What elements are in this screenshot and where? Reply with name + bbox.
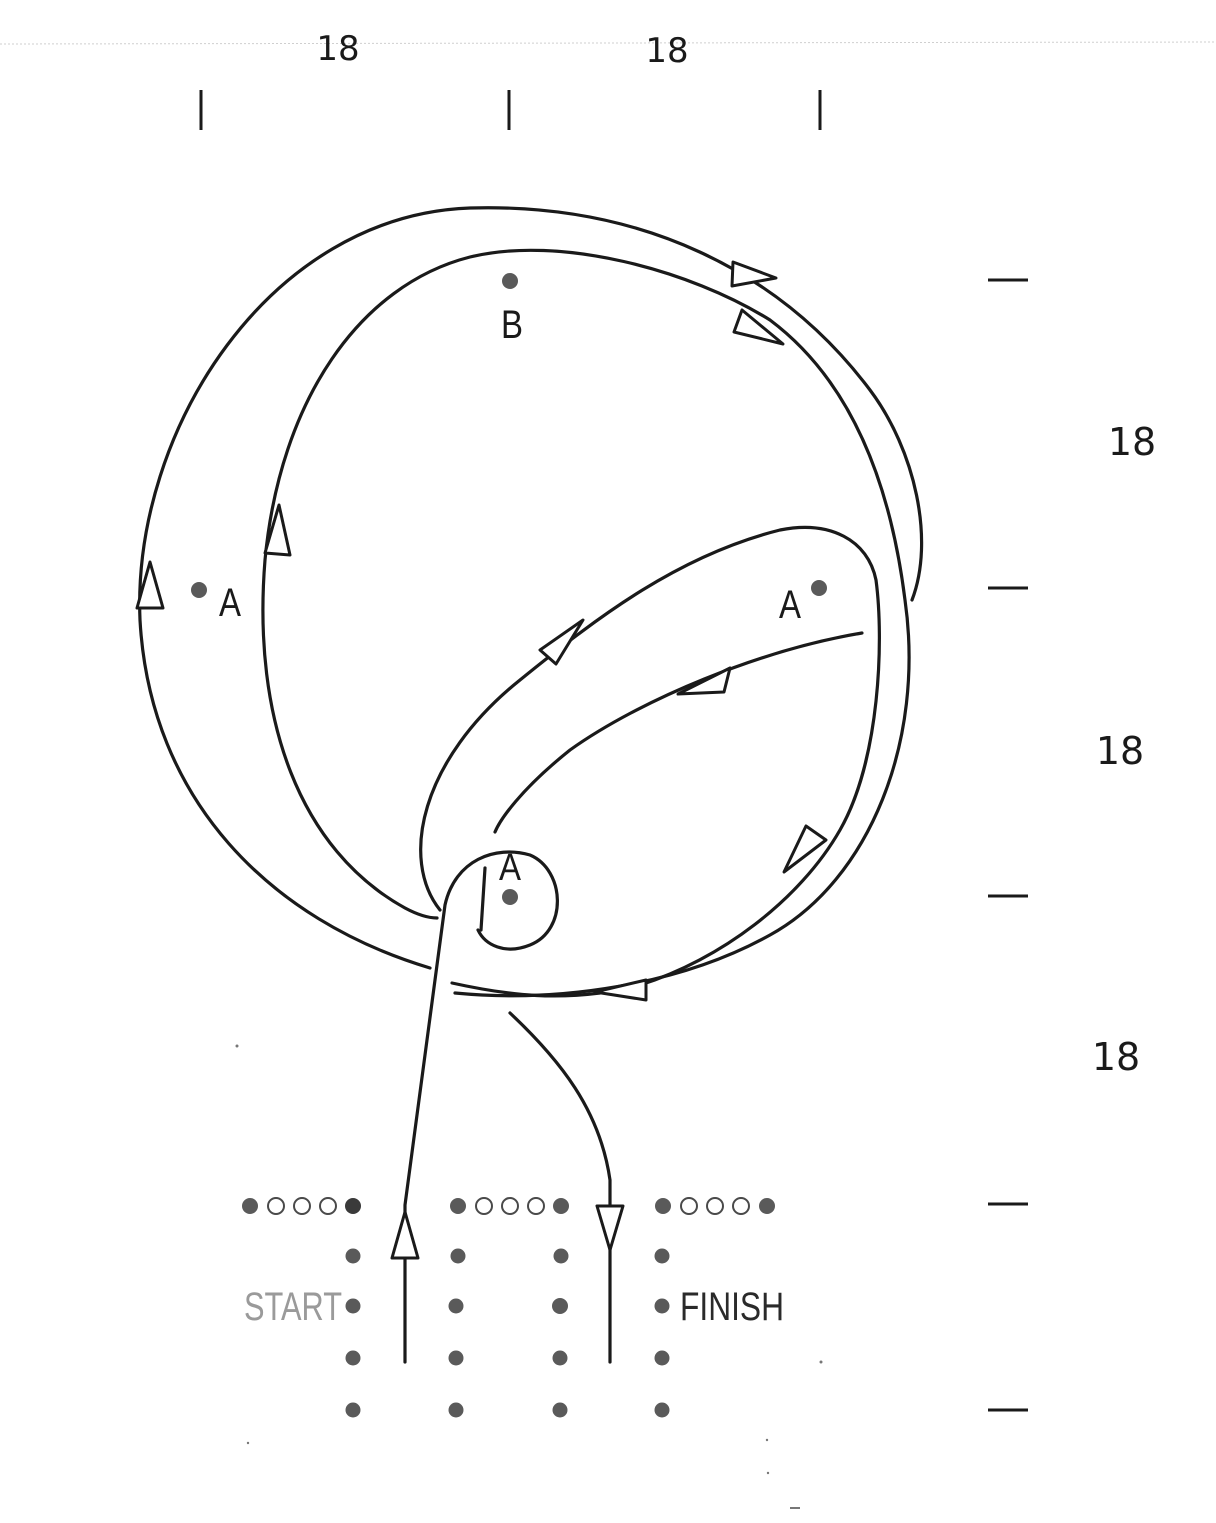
- hollow-cone: [680, 1197, 698, 1215]
- up-arrow-icon: [263, 503, 292, 557]
- top-measurement-1: 18: [316, 29, 359, 69]
- marker-a-right: A: [779, 580, 827, 627]
- marker-label: B: [501, 303, 523, 347]
- top-tick-marks: [199, 90, 822, 130]
- marker-label: A: [779, 583, 801, 627]
- cone-dot: [345, 1198, 361, 1214]
- up-arrow-icon: [135, 560, 165, 610]
- cone-dot: [553, 1248, 569, 1264]
- finish-label: FINISH: [680, 1285, 784, 1329]
- scan-specks: [235, 1044, 823, 1509]
- speck: [765, 1438, 769, 1442]
- cone-dot: [759, 1198, 775, 1214]
- up-arrow-icon: [390, 1210, 420, 1260]
- cone-dot: [654, 1402, 670, 1418]
- cone-dot: [552, 1402, 568, 1418]
- hollow-cone: [319, 1197, 337, 1215]
- inner-circle-path: [261, 248, 911, 998]
- cone-dot: [345, 1350, 361, 1366]
- hollow-cone: [267, 1197, 285, 1215]
- left-arrow-icon: [676, 666, 732, 696]
- cone-dot: [502, 889, 518, 905]
- marker-a-center: A: [499, 847, 522, 905]
- hollow-cone: [706, 1197, 724, 1215]
- cone-dot: [242, 1198, 258, 1214]
- entry-path: [403, 850, 559, 1364]
- hollow-cone: [501, 1197, 519, 1215]
- side-measurement-2: 18: [1096, 729, 1144, 773]
- cone-dot: [191, 582, 207, 598]
- speck: [235, 1044, 239, 1048]
- direction-arrows: [135, 260, 828, 1260]
- cone-dot: [450, 1198, 466, 1214]
- left-arrow-icon: [593, 978, 648, 1002]
- cone-dot: [448, 1298, 464, 1314]
- right-arrow-icon: [730, 260, 778, 288]
- cone-dot: [811, 580, 827, 596]
- gate-columns: [345, 1248, 670, 1418]
- exit-path: [508, 1011, 612, 1364]
- cone-dot: [502, 273, 518, 289]
- bottom-connector-path: [450, 981, 602, 998]
- marker-label: A: [219, 581, 241, 625]
- return-arc-path: [493, 631, 864, 834]
- marker-a-left: A: [191, 581, 241, 625]
- side-measurement-3: 18: [1092, 1035, 1140, 1079]
- speck: [790, 1507, 800, 1509]
- cone-dot: [448, 1350, 464, 1366]
- right-loop-path: [419, 525, 881, 987]
- cone-dot: [345, 1402, 361, 1418]
- center-barrier: [479, 866, 487, 932]
- cone-dot: [450, 1248, 466, 1264]
- cone-dot: [654, 1350, 670, 1366]
- hollow-cone: [527, 1197, 545, 1215]
- cone-dot: [345, 1248, 361, 1264]
- outer-circle-path: [138, 206, 924, 970]
- cone-dot: [654, 1298, 670, 1314]
- cone-dot: [655, 1198, 671, 1214]
- cone-dot: [552, 1298, 568, 1314]
- start-label: START: [244, 1285, 342, 1329]
- speck: [819, 1360, 823, 1364]
- side-measurement-1: 18: [1108, 420, 1156, 464]
- cone-dot: [654, 1248, 670, 1264]
- speck: [246, 1441, 250, 1445]
- top-measurement-2: 18: [645, 31, 688, 71]
- down-left-arrow-icon: [782, 824, 828, 874]
- cone-dot: [552, 1350, 568, 1366]
- speck: [766, 1471, 770, 1475]
- scan-edge-line: [0, 41, 1216, 45]
- hollow-cone: [732, 1197, 750, 1215]
- marker-b-top: B: [501, 273, 523, 347]
- up-right-arrow-icon: [538, 618, 585, 666]
- course-paths: [138, 206, 924, 1364]
- cone-dot: [448, 1402, 464, 1418]
- right-arrow-icon: [732, 308, 785, 346]
- marker-label: A: [499, 847, 522, 889]
- hollow-cone: [475, 1197, 493, 1215]
- down-arrow-icon: [595, 1204, 625, 1252]
- side-tick-marks: [988, 278, 1028, 1412]
- cone-dot: [345, 1298, 361, 1314]
- gate-top-row: [242, 1197, 775, 1215]
- hollow-cone: [293, 1197, 311, 1215]
- cone-dot: [553, 1198, 569, 1214]
